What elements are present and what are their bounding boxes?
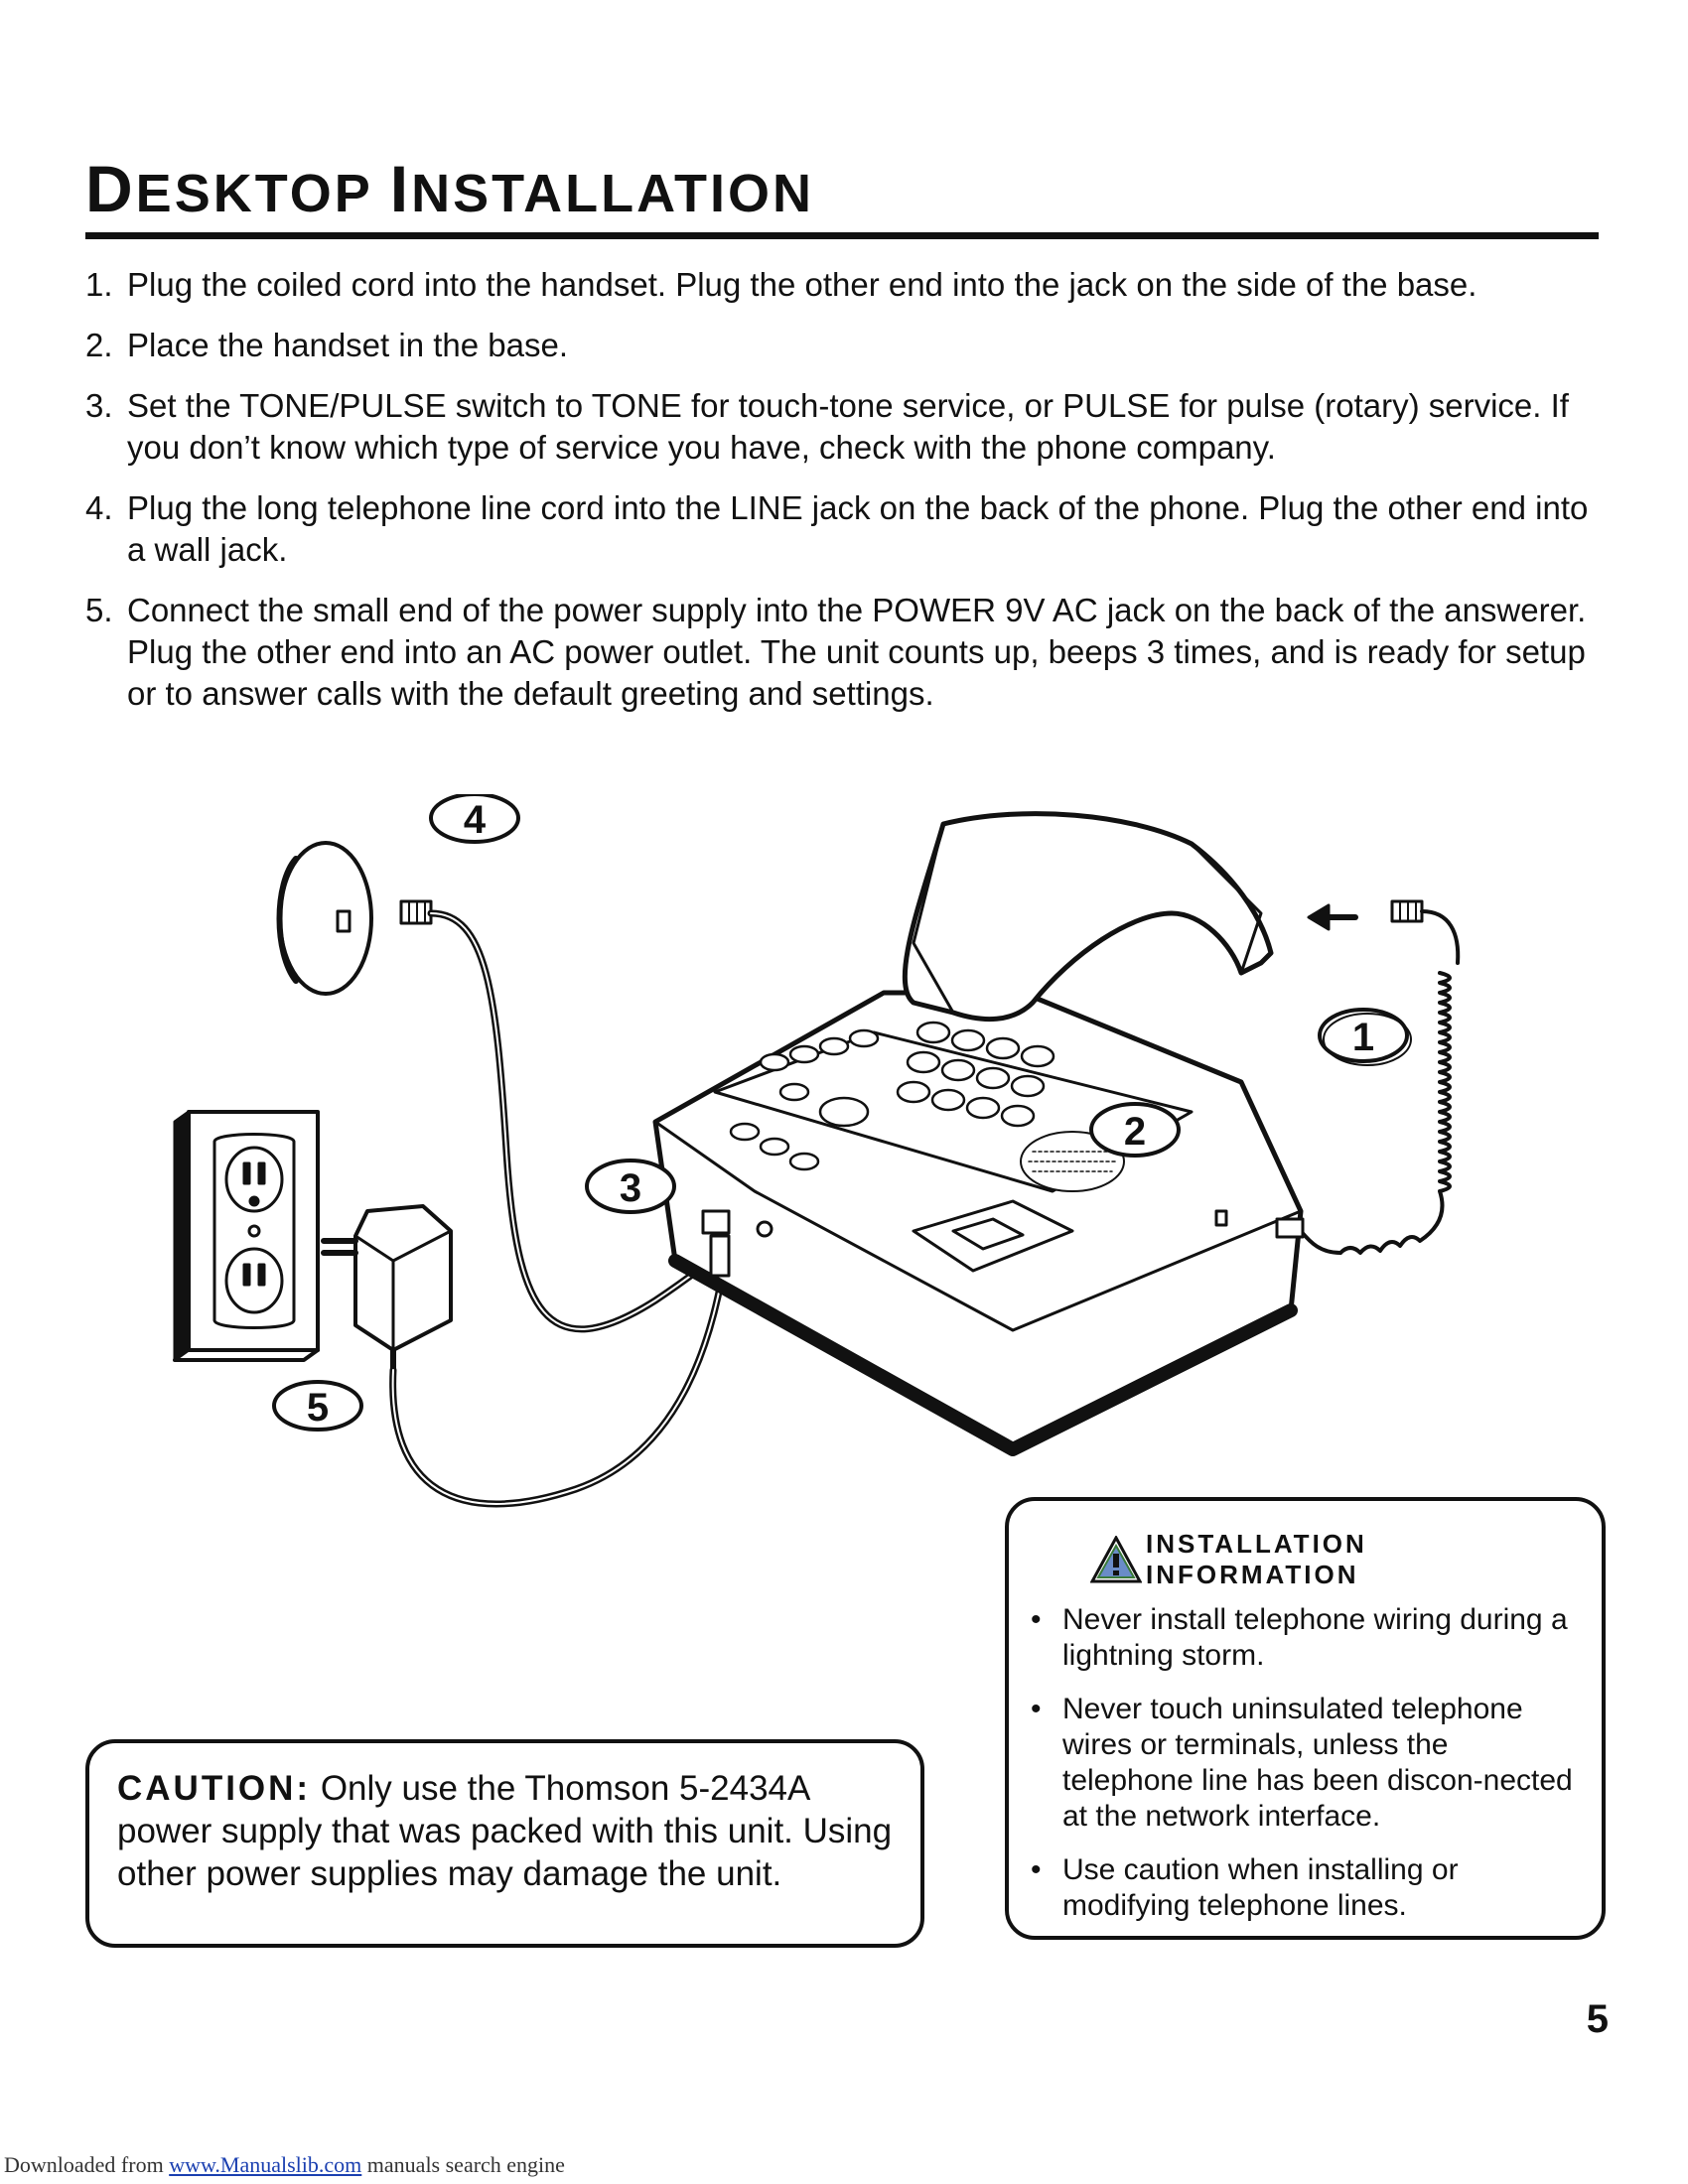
- callout-2-label: 2: [1124, 1110, 1146, 1154]
- installation-illustration: 1 2 3 4 5: [173, 794, 1461, 1508]
- callout-4: 4: [429, 794, 520, 844]
- manualslib-link[interactable]: www.Manualslib.com: [169, 2152, 362, 2177]
- footer: Downloaded from www.Manualslib.com manua…: [4, 2152, 565, 2177]
- info-item-3: •Use caution when installing or modifyin…: [1031, 1853, 1459, 1922]
- info-item-2: •Never touch uninsulated telephone wires…: [1031, 1693, 1573, 1833]
- wall-jack-icon: [276, 841, 433, 996]
- step-4: 4.Plug the long telephone line cord into…: [85, 489, 1589, 568]
- installation-information-heading: INSTALLATION INFORMATION: [1090, 1529, 1582, 1590]
- step-1: 1.Plug the coiled cord into the handset.…: [85, 266, 1477, 303]
- coiled-cord-icon: [1275, 899, 1461, 1255]
- warning-triangle-icon: [1090, 1536, 1142, 1583]
- callout-1: 1: [1318, 1008, 1412, 1066]
- page-number: 5: [1586, 1997, 1609, 2041]
- callout-4-label: 4: [464, 798, 487, 842]
- callout-3: 3: [585, 1159, 676, 1214]
- page-title: DESKTOP INSTALLATION: [85, 152, 815, 225]
- callout-5: 5: [272, 1380, 363, 1432]
- callout-1-label: 1: [1352, 1016, 1374, 1059]
- caution-box: CAUTION: Only use the Thomson 5-2434A po…: [85, 1739, 924, 1948]
- handset-icon: [902, 811, 1274, 1023]
- callout-2: 2: [1089, 1102, 1181, 1158]
- telephone-base-icon: [652, 990, 1304, 1456]
- step-2: 2.Place the handset in the base.: [85, 327, 568, 363]
- info-item-1: •Never install telephone wiring during a…: [1031, 1603, 1568, 1672]
- step-3: 3.Set the TONE/PULSE switch to TONE for …: [85, 387, 1569, 466]
- power-outlet-icon: [173, 1110, 320, 1362]
- title-rule: [85, 232, 1599, 239]
- installation-information-list: •Never install telephone wiring during a…: [1031, 1602, 1582, 1924]
- power-adapter-icon: [321, 1204, 453, 1373]
- step-5: 5.Connect the small end of the power sup…: [85, 592, 1587, 712]
- callout-5-label: 5: [307, 1386, 329, 1430]
- installation-steps: 1.Plug the coiled cord into the handset.…: [85, 264, 1615, 734]
- callout-3-label: 3: [620, 1166, 641, 1210]
- caution-text: Only use the Thomson 5-2434A power suppl…: [117, 1769, 893, 1893]
- caution-label: CAUTION:: [117, 1769, 312, 1808]
- installation-information-box: INSTALLATION INFORMATION •Never install …: [1005, 1497, 1606, 1940]
